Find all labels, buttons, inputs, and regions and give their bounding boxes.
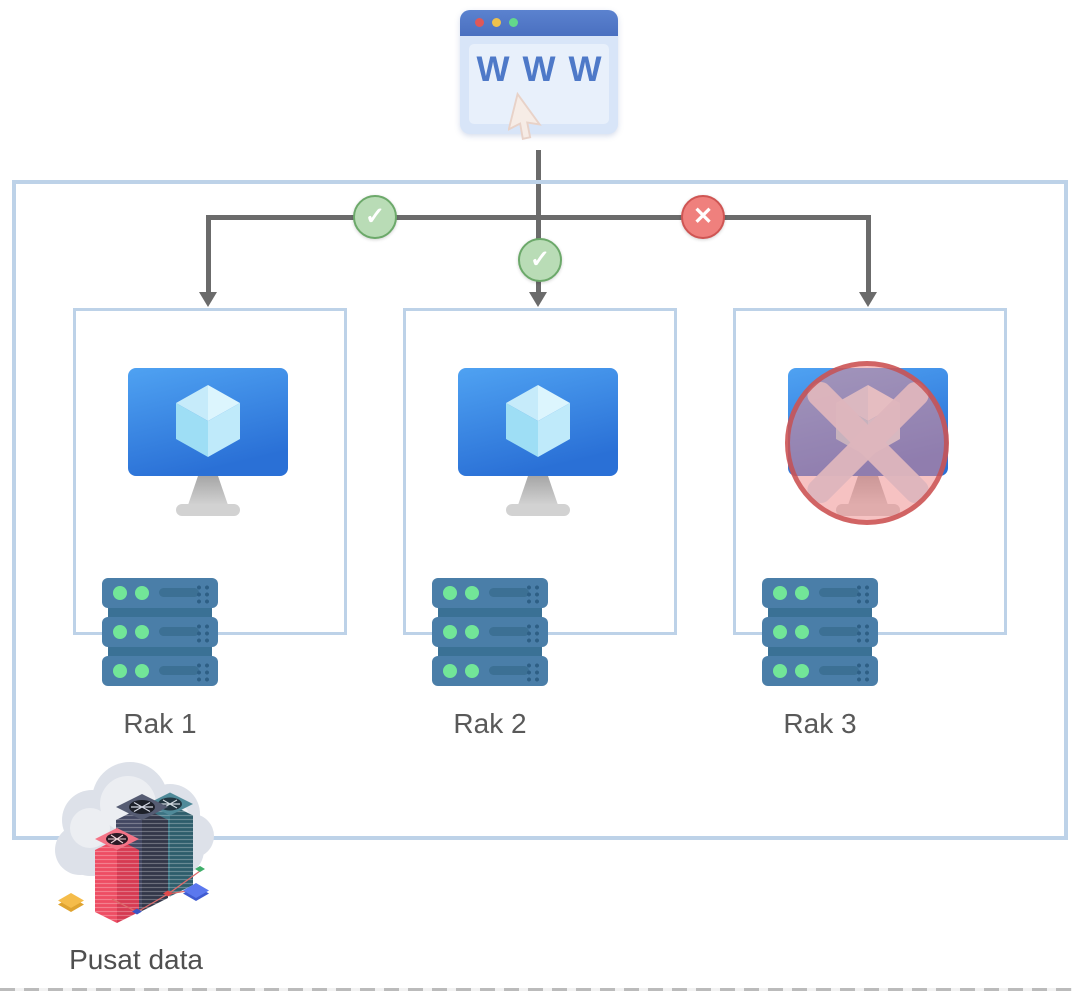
cross-glyph: ✕: [692, 203, 714, 230]
datacenter-boundary-box: [12, 180, 1068, 840]
failure-circle-overlay: [785, 361, 949, 525]
red-server-tower: [95, 828, 139, 923]
arrow-down-icon: [859, 292, 877, 307]
rack3-drop-line: [866, 215, 871, 293]
browser-www-label: WWW: [476, 50, 615, 89]
cloud-datacenter-icon: [55, 762, 214, 923]
rack2-label: Rak 2: [453, 708, 527, 739]
traffic-light-red-icon: [475, 18, 484, 27]
server-connector: [108, 608, 212, 617]
server-unit: [432, 578, 548, 608]
server-unit: [432, 656, 548, 686]
server-unit: [762, 578, 878, 608]
rack1-drop-line: [206, 215, 211, 293]
arrow-down-icon: [529, 292, 547, 307]
server-unit: [102, 656, 218, 686]
server-unit: [102, 578, 218, 608]
server-connector: [108, 647, 212, 656]
rack3-label: Rak 3: [783, 708, 857, 739]
server-connector: [438, 608, 542, 617]
server-connector: [768, 608, 872, 617]
check-glyph: ✓: [364, 203, 386, 230]
server-unit: [762, 656, 878, 686]
cursor-icon: [508, 92, 542, 140]
server-connector: [768, 647, 872, 656]
datacenter-label: Pusat data: [69, 944, 203, 975]
check-glyph: ✓: [529, 246, 551, 273]
traffic-light-yellow-icon: [492, 18, 501, 27]
bottom-edge-artifact: [0, 988, 1072, 991]
vm-monitor-icon: [128, 368, 288, 516]
browser-page-area: [469, 44, 609, 124]
network-nodes: [58, 866, 209, 915]
browser-titlebar: [460, 10, 618, 36]
browser-window-icon: WWW: [460, 10, 618, 134]
server-unit: [762, 617, 878, 647]
server-rack-icon: [102, 578, 218, 686]
traffic-light-green-icon: [509, 18, 518, 27]
server-rack-icon: [762, 578, 878, 686]
server-connector: [438, 647, 542, 656]
check-icon: ✓: [518, 238, 562, 282]
arrow-down-icon: [199, 292, 217, 307]
rack1-label: Rak 1: [123, 708, 197, 739]
server-rack-icon: [432, 578, 548, 686]
cross-icon: ✕: [681, 195, 725, 239]
server-unit: [102, 617, 218, 647]
vm-monitor-icon: [458, 368, 618, 516]
check-icon: ✓: [353, 195, 397, 239]
server-unit: [432, 617, 548, 647]
